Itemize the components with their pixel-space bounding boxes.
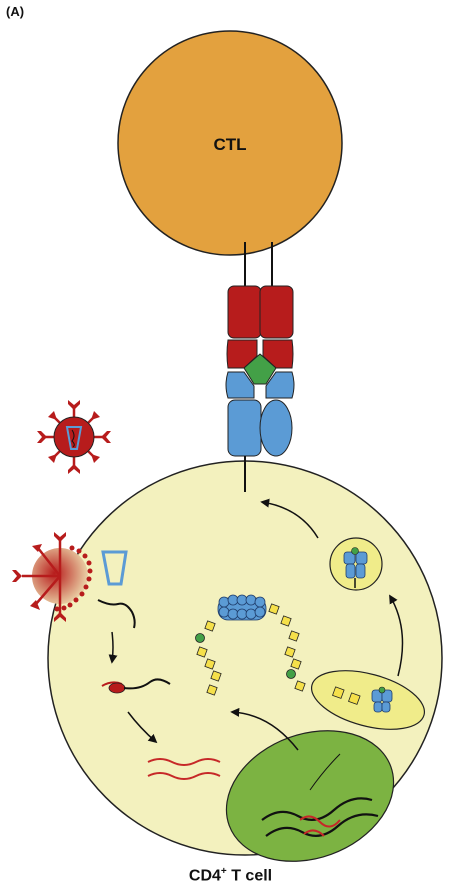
virus-icon bbox=[37, 400, 111, 474]
cd4-t-cell-label: CD4+ T cell bbox=[0, 866, 461, 885]
cell-label-main: CD4 bbox=[189, 867, 221, 884]
cell-label-rest: T cell bbox=[227, 867, 272, 884]
proteasome-icon bbox=[218, 595, 266, 620]
tcr-icon bbox=[227, 242, 293, 368]
ctl-label: CTL bbox=[213, 135, 246, 154]
vesicle-icon bbox=[330, 538, 382, 590]
